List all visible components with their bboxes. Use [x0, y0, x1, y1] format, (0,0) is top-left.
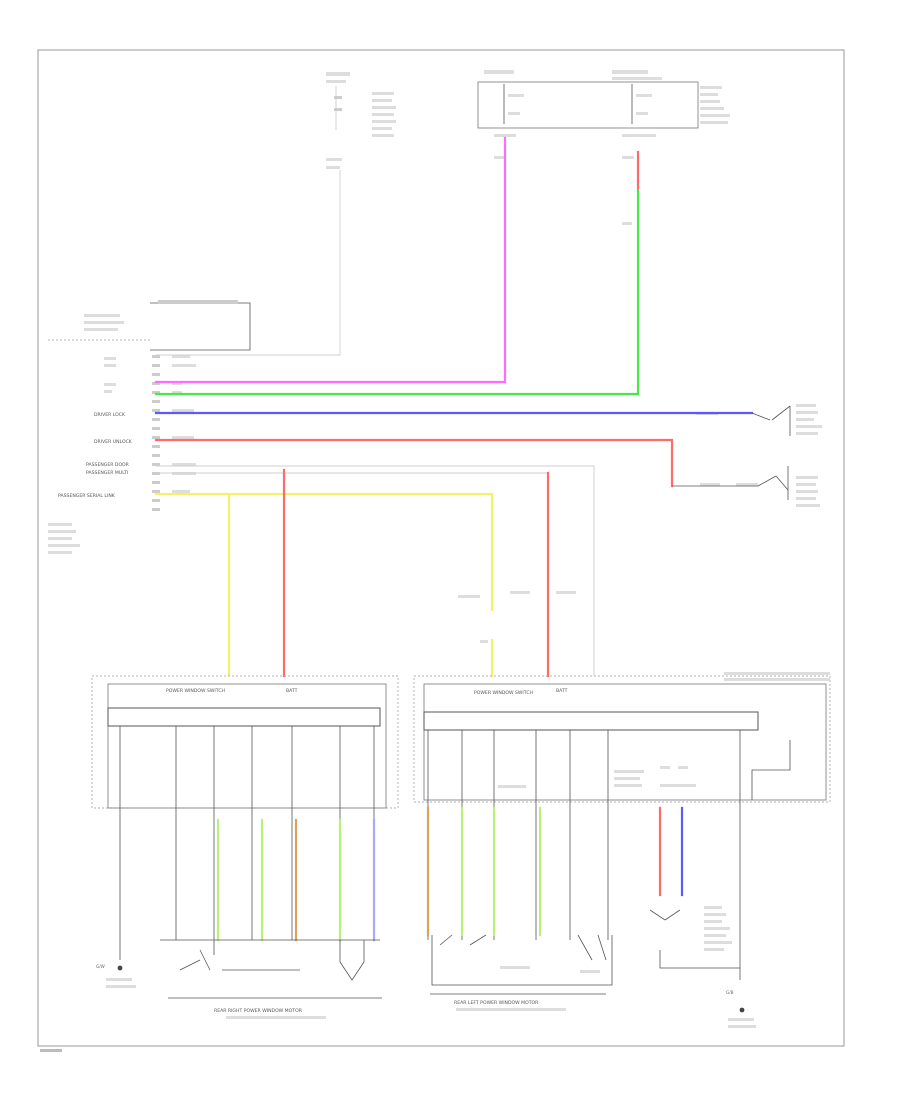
- left-power-window-switch-label: POWER WINDOW SWITCH: [166, 688, 225, 694]
- left-module-outline: [91, 675, 399, 809]
- wire-pink: [154, 136, 507, 384]
- right-module-outline: [413, 675, 831, 803]
- left-ground-label: G/W: [96, 964, 105, 969]
- left-ground-symbol: [106, 965, 136, 988]
- left-batt-label: BATT: [286, 688, 298, 694]
- wire-grey-fuse: [156, 170, 341, 356]
- left-switch-box: [107, 683, 387, 809]
- right-module-bar: [423, 711, 759, 731]
- right-module-conductors: [427, 730, 791, 980]
- page-corner-mark: [40, 1049, 62, 1052]
- fuse-block-right: [477, 70, 730, 225]
- left-motor-switch: [179, 940, 365, 981]
- right-power-window-switch-label: POWER WINDOW SWITCH: [474, 690, 533, 696]
- right-batt-label: BATT: [556, 688, 568, 694]
- right-motor-symbol: [649, 906, 740, 969]
- wire-green: [154, 188, 640, 396]
- wire-red: [154, 438, 674, 488]
- diagram-frame: [37, 49, 845, 1047]
- right-ground-label: G/B: [726, 990, 734, 995]
- bcm-connector-area: [48, 300, 758, 554]
- label-driver-lock: DRIVER LOCK: [94, 412, 126, 418]
- door-lock-switch-passenger: [672, 466, 820, 507]
- label-driver-unlock: DRIVER UNLOCK: [94, 439, 133, 445]
- rear-right-motor-caption: REAR RIGHT POWER WINDOW MOTOR: [214, 1008, 303, 1014]
- right-ground-symbol: [728, 1007, 756, 1028]
- label-passenger-door: PASSENGER DOOR: [86, 462, 130, 468]
- rear-left-motor-caption: REAR LEFT POWER WINDOW MOTOR: [454, 1000, 539, 1006]
- left-module-conductors: [119, 726, 375, 960]
- right-switch-box: [423, 683, 827, 801]
- right-motor-switch: [431, 934, 613, 986]
- wire-thin-passenger: [156, 465, 595, 676]
- label-passenger-serial-link: PASSENGER SERIAL LINK: [58, 493, 116, 499]
- label-passenger-multi: PASSENGER MULTI: [86, 470, 128, 476]
- fuse-group-left: [326, 72, 396, 169]
- door-lock-switch-driver: [751, 404, 822, 436]
- wire-yellow: [154, 492, 494, 612]
- left-module-bar: [107, 707, 381, 727]
